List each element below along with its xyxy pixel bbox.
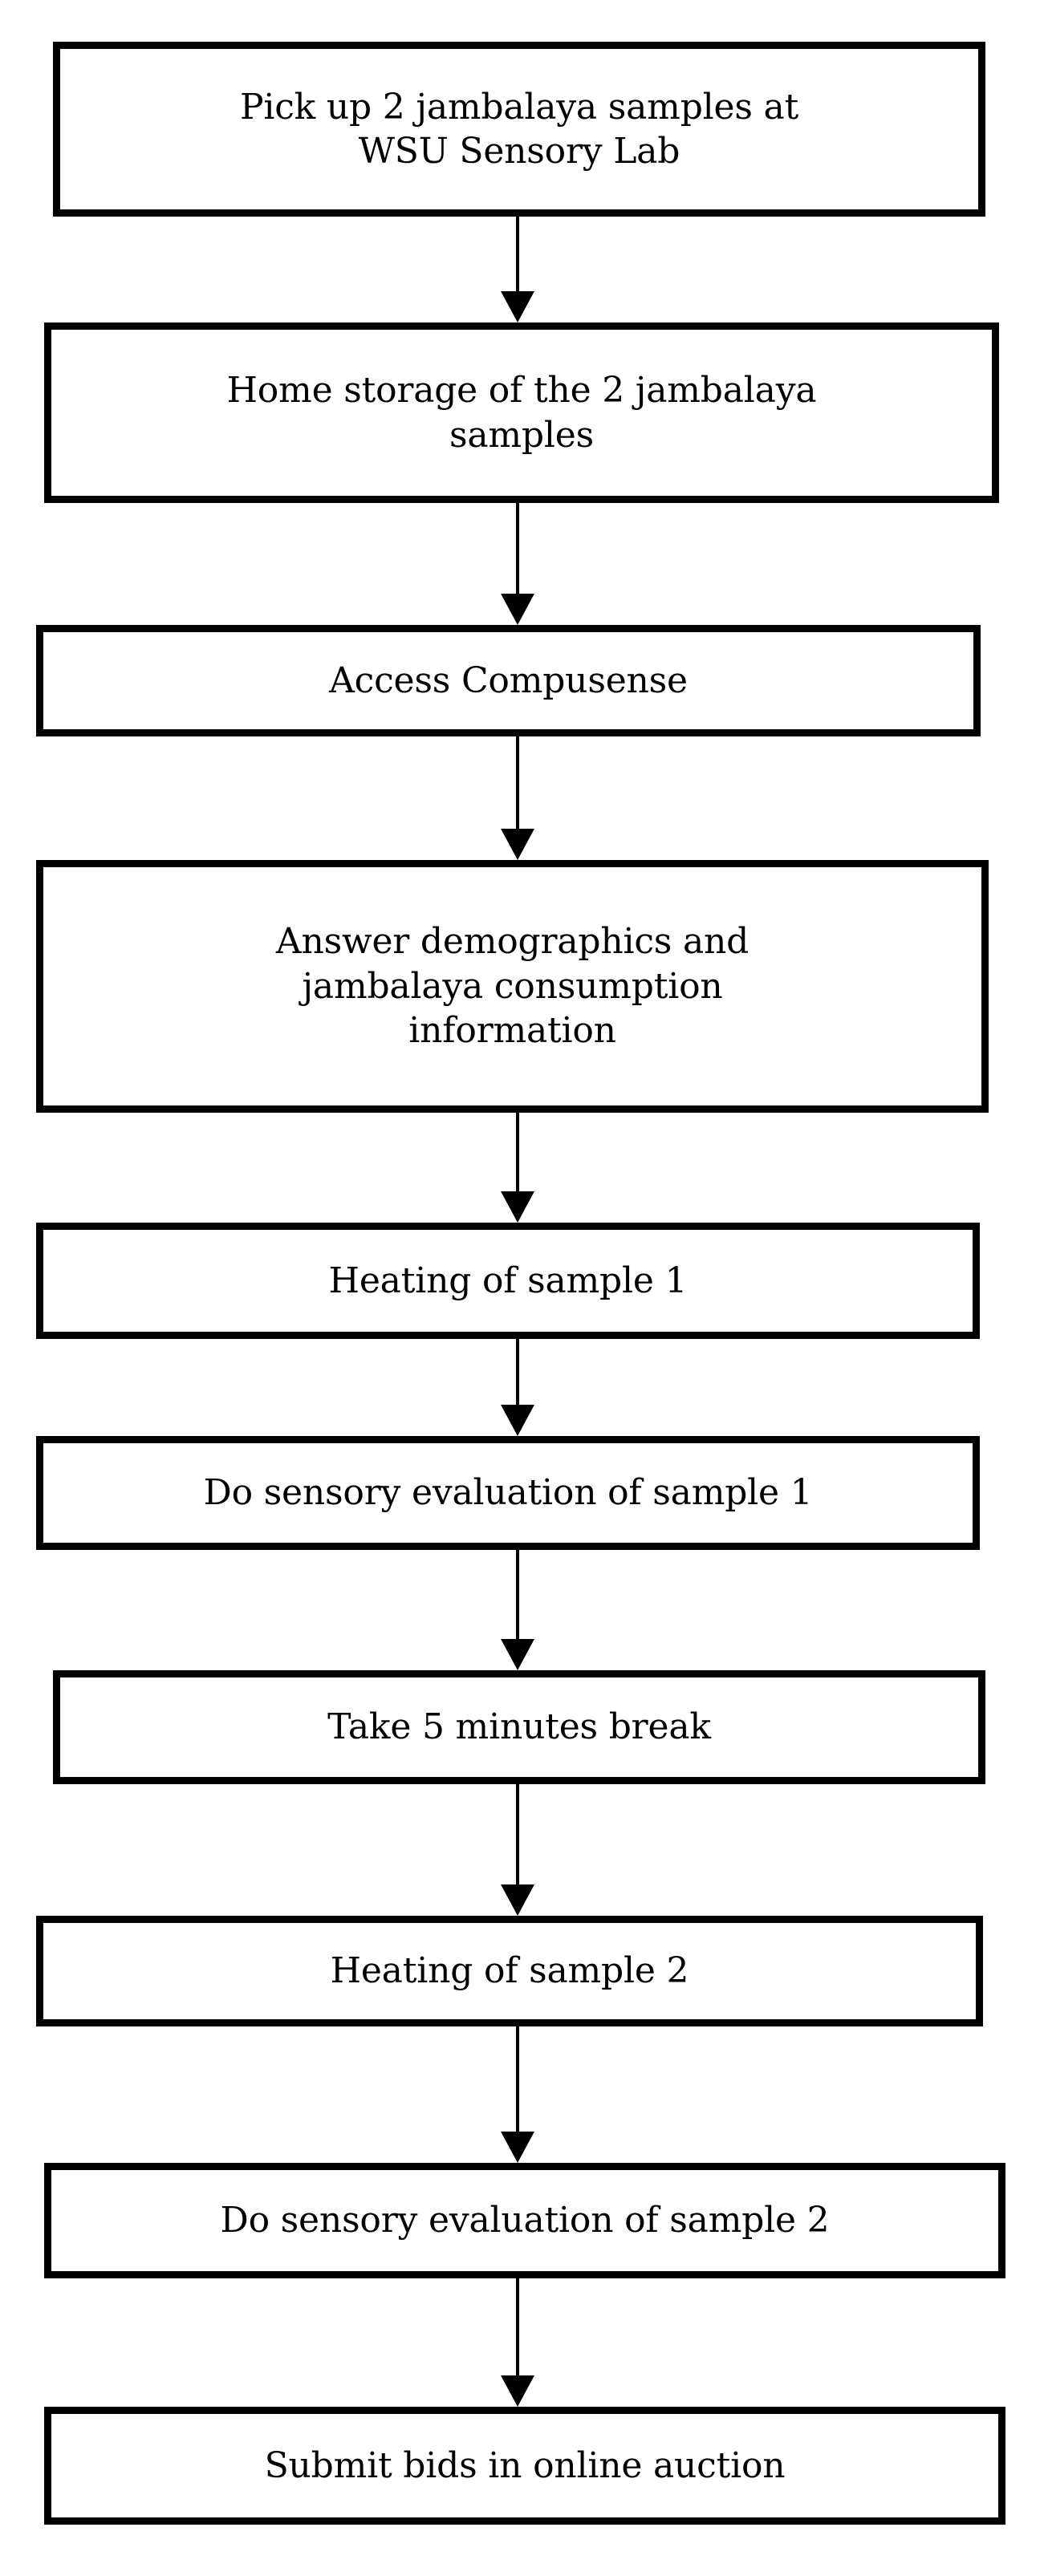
process-box-label: Heating of sample 2 — [330, 1950, 689, 1992]
arrow-head-icon — [501, 829, 534, 860]
flow-arrow — [499, 217, 536, 323]
process-box-label: Do sensory evaluation of sample 2 — [220, 2200, 830, 2241]
arrow-head-icon — [501, 2375, 534, 2407]
arrow-stem — [516, 2278, 519, 2377]
arrow-head-icon — [501, 1884, 534, 1916]
flow-arrow — [499, 736, 536, 860]
arrow-stem — [516, 217, 519, 293]
process-box-label: Home storage of the 2 jambalaya samples — [226, 370, 817, 456]
arrow-head-icon — [501, 594, 534, 625]
arrow-head-icon — [501, 1191, 534, 1223]
flow-arrow — [499, 503, 536, 625]
process-box-label: Submit bids in online auction — [264, 2444, 786, 2486]
arrow-stem — [516, 1784, 519, 1886]
process-box[interactable]: Do sensory evaluation of sample 2 — [44, 2163, 1005, 2278]
flow-arrow — [499, 1113, 536, 1223]
arrow-head-icon — [501, 1639, 534, 1670]
process-box[interactable]: Home storage of the 2 jambalaya samples — [44, 323, 999, 503]
process-box-label: Take 5 minutes break — [327, 1706, 711, 1748]
process-box-label: Answer demographics and jambalaya consum… — [275, 921, 749, 1052]
process-box[interactable]: Answer demographics and jambalaya consum… — [36, 860, 989, 1113]
flow-arrow — [499, 2278, 536, 2407]
arrow-stem — [516, 503, 519, 595]
flow-arrow — [499, 1339, 536, 1436]
arrow-stem — [516, 736, 519, 830]
process-box[interactable]: Heating of sample 2 — [36, 1916, 983, 2026]
process-box-label: Access Compusense — [329, 659, 688, 701]
process-box[interactable]: Do sensory evaluation of sample 1 — [36, 1436, 980, 1550]
arrow-stem — [516, 1113, 519, 1193]
process-box-label: Do sensory evaluation of sample 1 — [203, 1472, 813, 1514]
process-box[interactable]: Take 5 minutes break — [53, 1670, 985, 1784]
arrow-stem — [516, 1550, 519, 1641]
arrow-head-icon — [501, 2132, 534, 2163]
arrow-stem — [516, 2026, 519, 2133]
process-box[interactable]: Submit bids in online auction — [44, 2407, 1005, 2525]
flow-arrow — [499, 1550, 536, 1670]
process-box[interactable]: Pick up 2 jambalaya samples at WSU Senso… — [53, 42, 985, 217]
arrow-head-icon — [501, 291, 534, 323]
process-box-label: Pick up 2 jambalaya samples at WSU Senso… — [239, 86, 799, 172]
process-box[interactable]: Heating of sample 1 — [36, 1223, 980, 1339]
process-box[interactable]: Access Compusense — [36, 625, 981, 736]
flow-arrow — [499, 2026, 536, 2163]
process-box-label: Heating of sample 1 — [328, 1260, 688, 1301]
flow-arrow — [499, 1784, 536, 1916]
arrow-stem — [516, 1339, 519, 1406]
arrow-head-icon — [501, 1405, 534, 1436]
